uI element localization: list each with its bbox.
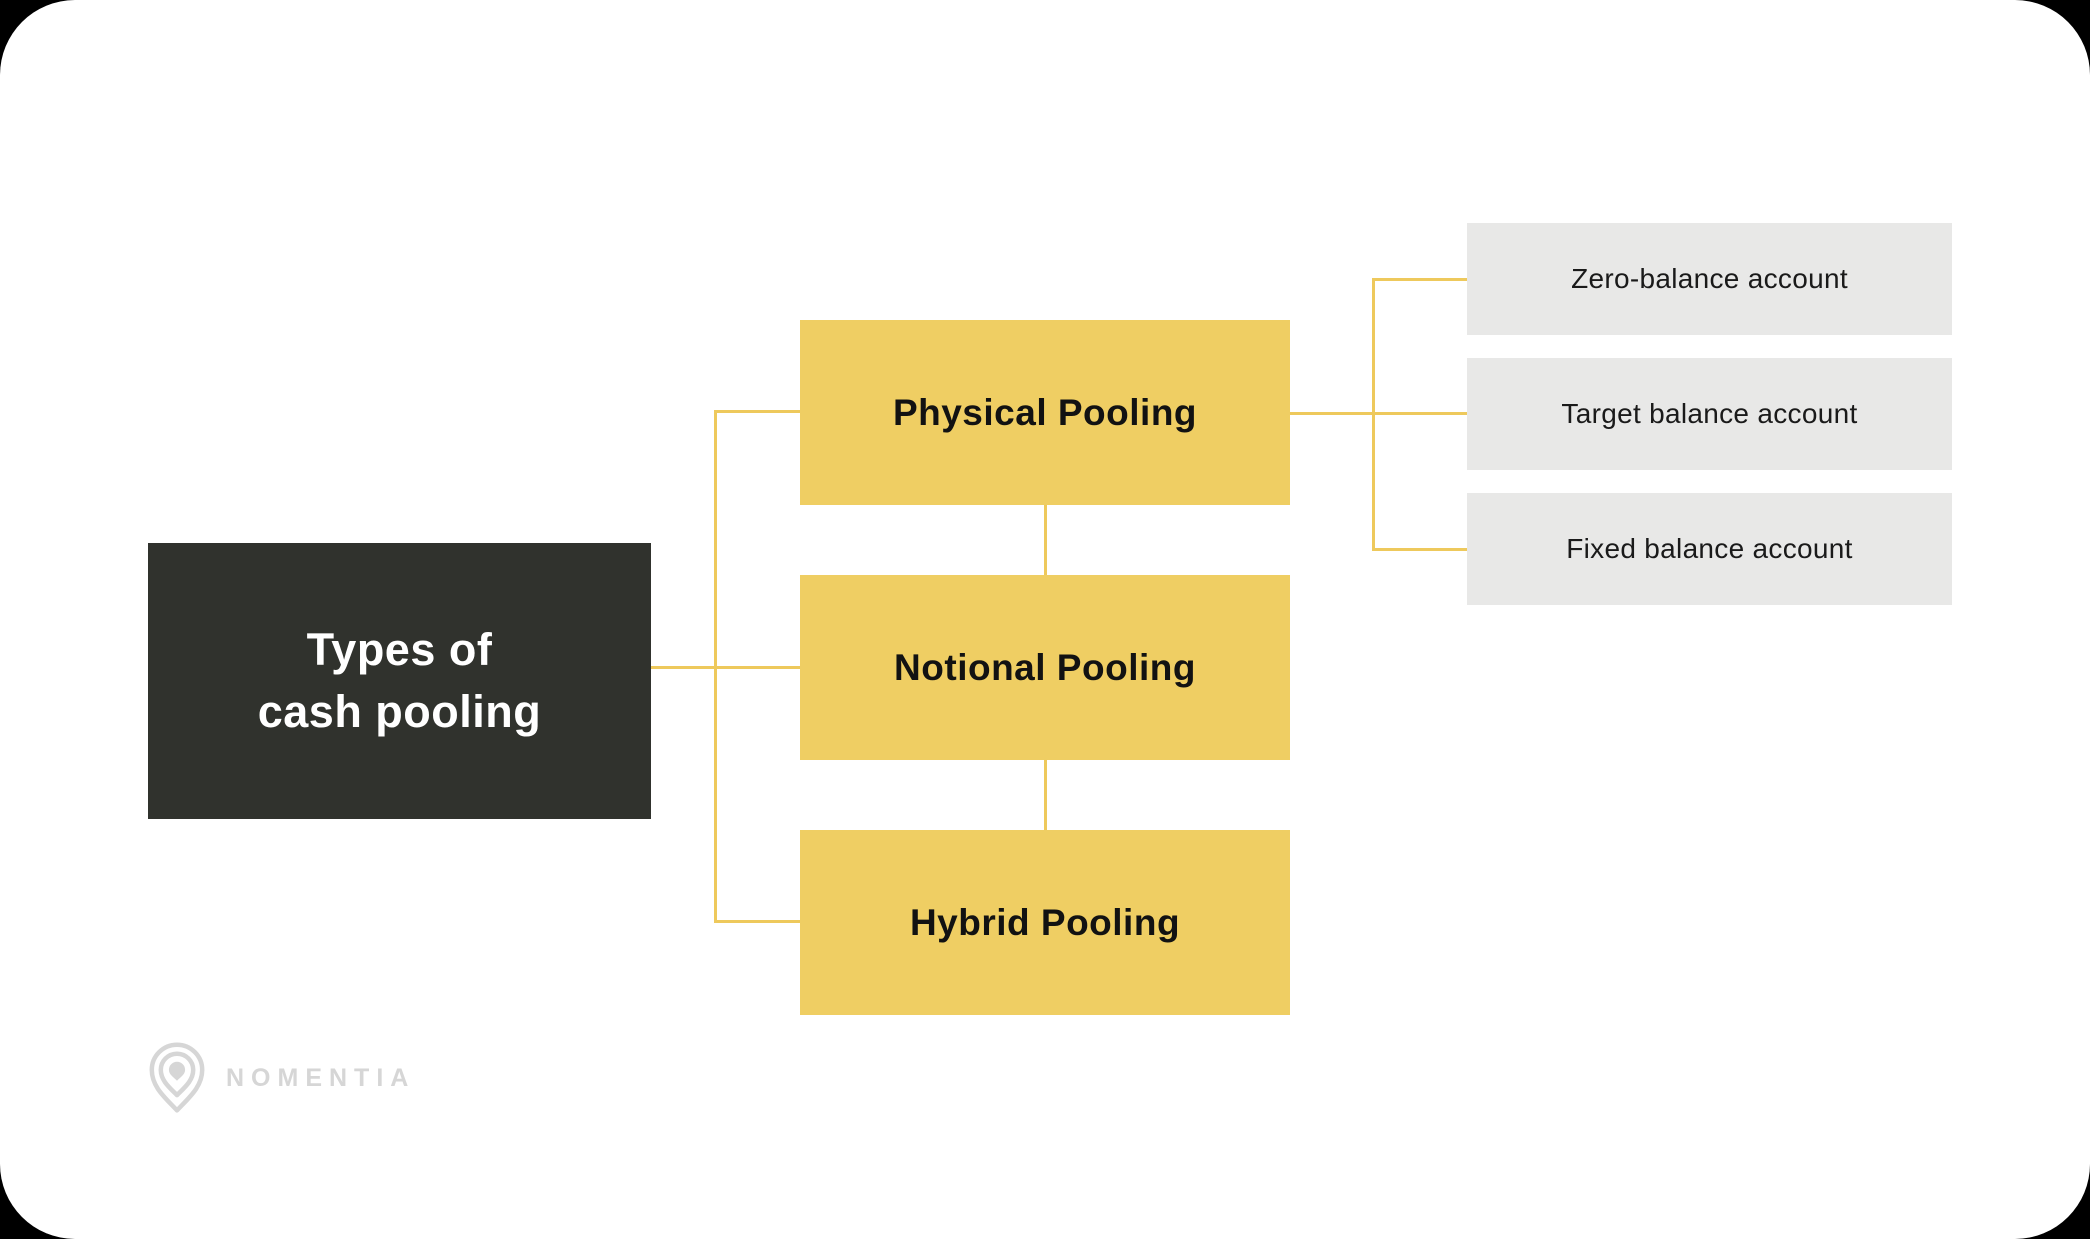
root-node-types-of-cash-pooling: Types of cash pooling [148, 543, 651, 819]
connector-trunk-to-zero-balance [1372, 278, 1467, 281]
connector-physical-to-target [1290, 412, 1467, 415]
node-label: Physical Pooling [892, 391, 1198, 433]
connector-left-trunk [714, 410, 717, 923]
node-label: Zero-balance account [1571, 263, 1848, 294]
root-label-line-2: cash pooling [257, 686, 542, 737]
connector-trunk-to-physical [714, 410, 800, 413]
brand-name: NOMENTIA [226, 1063, 416, 1092]
connector-trunk-to-fixed-balance [1372, 548, 1467, 551]
node-hybrid-pooling: Hybrid Pooling [800, 830, 1290, 1015]
nomentia-map-pin-icon [149, 1042, 205, 1113]
connector-trunk-to-hybrid [714, 920, 800, 923]
node-label: Fixed balance account [1566, 533, 1853, 564]
node-fixed-balance-account: Fixed balance account [1467, 493, 1952, 605]
connector-notional-to-hybrid [1044, 760, 1047, 830]
node-notional-pooling: Notional Pooling [800, 575, 1290, 760]
node-zero-balance-account: Zero-balance account [1467, 223, 1952, 335]
node-label: Target balance account [1561, 398, 1858, 429]
connector-physical-to-notional [1044, 505, 1047, 575]
node-target-balance-account: Target balance account [1467, 358, 1952, 470]
node-label: Hybrid Pooling [909, 901, 1181, 943]
connector-root-to-notional [648, 666, 800, 669]
connector-right-trunk [1372, 278, 1375, 551]
brand-logo: NOMENTIA [148, 1042, 415, 1114]
node-label: Notional Pooling [894, 646, 1196, 688]
node-physical-pooling: Physical Pooling [800, 320, 1290, 505]
root-label-line-1: Types of [306, 623, 493, 675]
